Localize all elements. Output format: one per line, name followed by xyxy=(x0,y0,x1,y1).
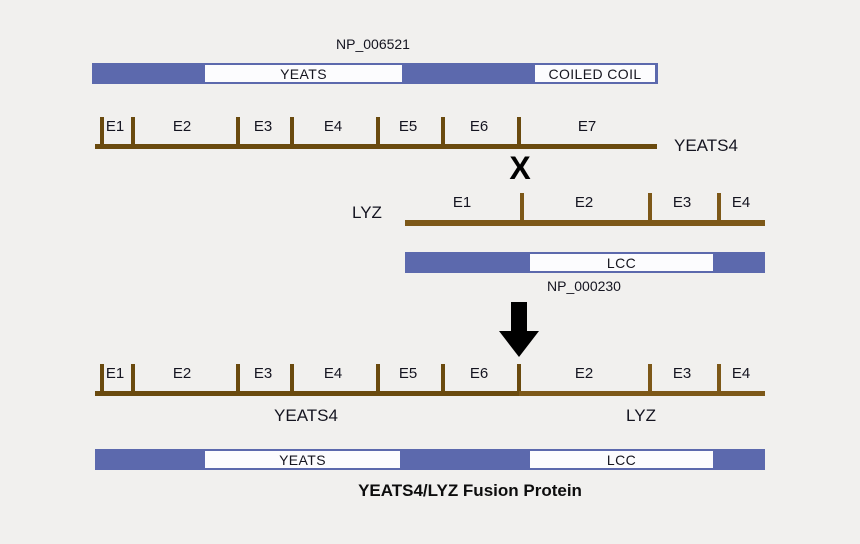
exon-tick xyxy=(290,364,294,391)
fusion-lcc-domain-box: LCC xyxy=(530,451,713,468)
exon-tick xyxy=(648,364,652,391)
exon-tick xyxy=(717,364,721,391)
fusion-exon-label: E6 xyxy=(469,365,489,382)
exon-tick xyxy=(376,117,380,144)
exon-tick xyxy=(520,193,524,220)
exon-tick xyxy=(131,364,135,391)
yeats4-exon-label: E7 xyxy=(577,118,597,135)
yeats4-exon-label: E2 xyxy=(172,118,192,135)
fusion-exon-label: E1 xyxy=(105,365,125,382)
down-arrow-head xyxy=(499,331,539,357)
yeats4-exon-label: E1 xyxy=(105,118,125,135)
yeats4-exon-label: E6 xyxy=(469,118,489,135)
lyz-exon-label: E1 xyxy=(452,194,472,211)
fusion-protein-caption: YEATS4/LYZ Fusion Protein xyxy=(358,481,582,500)
exon-tick xyxy=(441,117,445,144)
fusion-exon-label: E4 xyxy=(731,365,751,382)
exon-tick xyxy=(100,364,104,391)
lyz-exon-label: E3 xyxy=(672,194,692,211)
fusion-exon-label: E4 xyxy=(323,365,343,382)
fusion-protein-bar: YEATS LCC xyxy=(95,449,765,470)
lyz-exon-label: E4 xyxy=(731,194,751,211)
exon-tick xyxy=(236,117,240,144)
exon-tick xyxy=(131,117,135,144)
exon-tick xyxy=(290,117,294,144)
exon-tick xyxy=(100,117,104,144)
crossover-x-symbol: X xyxy=(509,150,531,186)
yeats-domain-box: YEATS xyxy=(205,65,402,82)
fusion-exon-label: E2 xyxy=(172,365,192,382)
exon-tick xyxy=(717,193,721,220)
down-arrow-stem xyxy=(511,302,527,332)
yeats4-exon-label: E3 xyxy=(253,118,273,135)
lyz-gene-line xyxy=(405,220,765,226)
yeats4-gene-name: YEATS4 xyxy=(674,136,738,155)
yeats4-protein-bar: YEATS COILED COIL xyxy=(92,63,658,84)
fusion-yeats-domain-box: YEATS xyxy=(205,451,400,468)
fusion-exon-label: E2 xyxy=(574,365,594,382)
lyz-exon-label: E2 xyxy=(574,194,594,211)
fusion-exon-label: E3 xyxy=(672,365,692,382)
fusion-yeats4-part-label: YEATS4 xyxy=(274,406,338,425)
yeats4-protein-accession-label: NP_006521 xyxy=(336,36,410,52)
exon-tick xyxy=(517,364,521,391)
exon-tick xyxy=(236,364,240,391)
yeats4-exon-label: E5 xyxy=(398,118,418,135)
fusion-exon-label: E5 xyxy=(398,365,418,382)
yeats4-exon-label: E4 xyxy=(323,118,343,135)
coiled-coil-domain-box: COILED COIL xyxy=(535,65,655,82)
fusion-gene-line-yeats4-part xyxy=(95,391,519,396)
lyz-protein-accession-label: NP_000230 xyxy=(547,278,621,294)
exon-tick xyxy=(648,193,652,220)
lcc-domain-box: LCC xyxy=(530,254,713,271)
lyz-gene-name: LYZ xyxy=(352,203,382,222)
yeats4-gene-line xyxy=(95,144,657,149)
fusion-lyz-part-label: LYZ xyxy=(626,406,656,425)
lyz-protein-bar: LCC xyxy=(405,252,765,273)
fusion-gene-line-lyz-part xyxy=(519,391,765,396)
exon-tick xyxy=(517,117,521,144)
exon-tick xyxy=(376,364,380,391)
fusion-exon-label: E3 xyxy=(253,365,273,382)
exon-tick xyxy=(441,364,445,391)
